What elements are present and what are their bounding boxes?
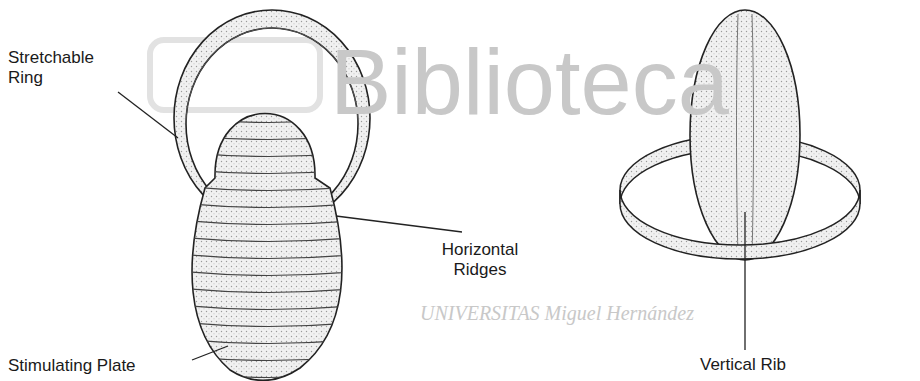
part-label: Stretchable Ring — [8, 48, 120, 87]
ridge-stroke — [180, 288, 360, 293]
leader-line — [744, 212, 745, 350]
part-label: Horizontal Ridges — [425, 240, 535, 279]
ridge-stroke — [180, 322, 360, 327]
leader-line — [118, 92, 178, 138]
ridge-stroke — [180, 169, 360, 174]
ridge-stroke — [180, 339, 360, 344]
ridge-stroke — [180, 254, 360, 259]
ridge-stroke — [180, 237, 360, 242]
part-label: Stimulating Plate — [8, 356, 136, 376]
stimulating-plate — [192, 114, 342, 381]
ridge-stroke — [180, 152, 360, 157]
ridge-stroke — [180, 186, 360, 191]
ridge-stroke — [180, 356, 360, 361]
ridge-stroke — [180, 373, 360, 378]
ridge-stroke — [180, 305, 360, 310]
watermark: UNIVERSITAS Miguel Hernández — [420, 302, 694, 325]
leader-line — [336, 216, 462, 232]
ridge-stroke — [180, 203, 360, 208]
ring-front-band — [620, 190, 860, 259]
ridge-stroke — [180, 220, 360, 225]
watermark: Biblioteca — [330, 30, 729, 136]
horizontal-ridges — [180, 118, 360, 378]
ridge-stroke — [180, 135, 360, 140]
leader-line — [192, 346, 228, 360]
ridge-stroke — [180, 271, 360, 276]
part-label: Vertical Rib — [700, 355, 786, 375]
